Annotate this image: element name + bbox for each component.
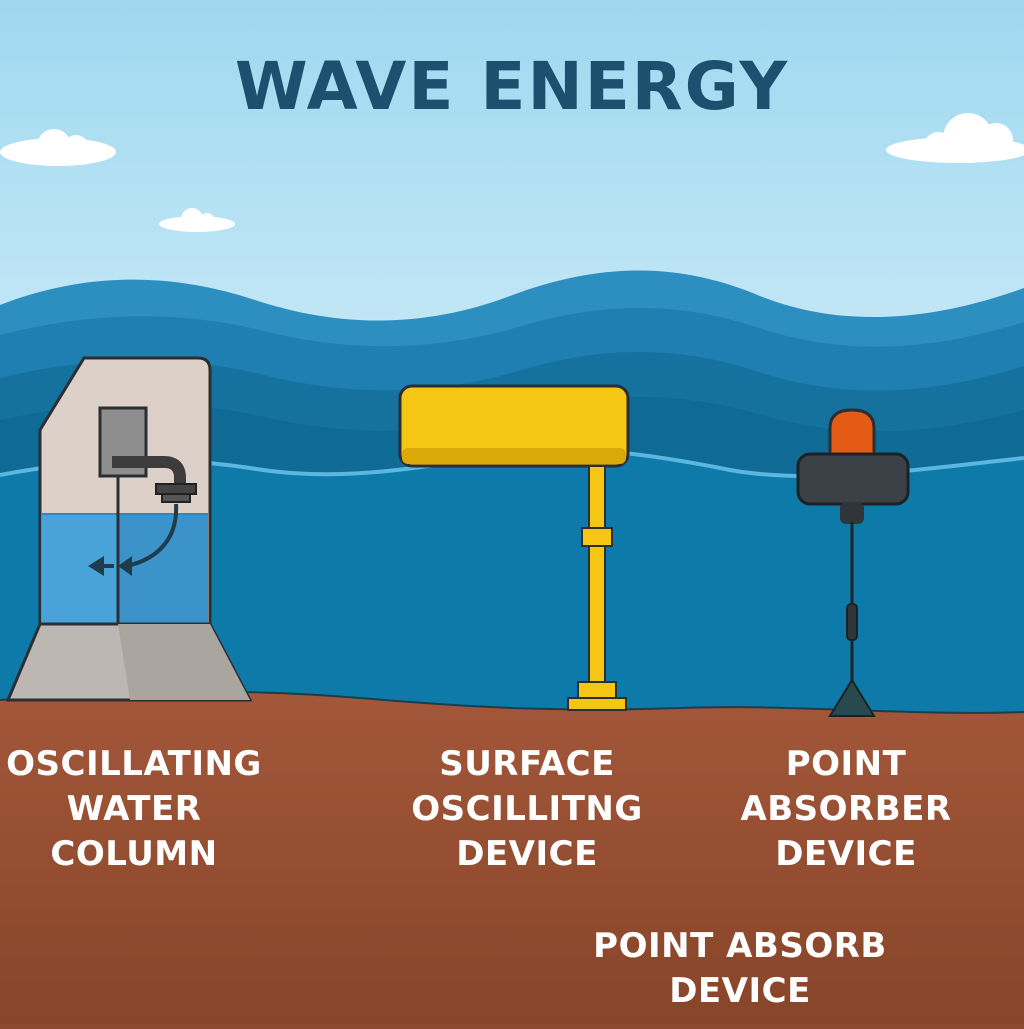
point-absorber-device bbox=[796, 408, 910, 717]
label-surface-oscillating-device: SURFACE OSCILLITNG DEVICE bbox=[411, 744, 643, 874]
label-oscillating-water-column: OSCILLATING WATER COLUMN bbox=[6, 744, 262, 874]
surface-base bbox=[567, 697, 627, 711]
surface-float-shade bbox=[402, 448, 626, 464]
surface-oscillating-device bbox=[398, 384, 630, 711]
cloud-small bbox=[159, 208, 235, 232]
owc-base-shade bbox=[118, 624, 250, 700]
diagram-title: WAVE ENERGY bbox=[234, 48, 790, 125]
label-point-absorb-device: POINT ABSORB DEVICE bbox=[593, 926, 887, 1011]
seabed bbox=[0, 691, 1024, 1024]
owc-flow-curve bbox=[125, 503, 179, 568]
tether-weight bbox=[846, 603, 858, 641]
owc-water-shade bbox=[118, 514, 208, 628]
warning-light-icon bbox=[828, 408, 876, 458]
label-point-absorber-device: POINT ABSORBER DEVICE bbox=[740, 744, 952, 874]
owc-valve-lower bbox=[161, 493, 191, 503]
surface-float bbox=[398, 384, 630, 468]
anchor bbox=[828, 678, 876, 717]
owc-duct-icon bbox=[112, 456, 186, 488]
owc-valve-icon bbox=[155, 483, 197, 495]
arrow-curve-head-icon bbox=[118, 556, 132, 576]
sky bbox=[0, 0, 1024, 330]
surface-pole-collar bbox=[581, 527, 613, 547]
arrow-left-icon bbox=[88, 556, 104, 576]
cloud-left bbox=[0, 129, 116, 166]
oscillating-water-column-device bbox=[5, 356, 253, 702]
surface-pole bbox=[588, 465, 606, 689]
buoy-stem bbox=[840, 502, 864, 524]
cloud-right bbox=[886, 113, 1024, 163]
buoy-body bbox=[796, 452, 910, 506]
surface-base-top bbox=[577, 681, 617, 699]
